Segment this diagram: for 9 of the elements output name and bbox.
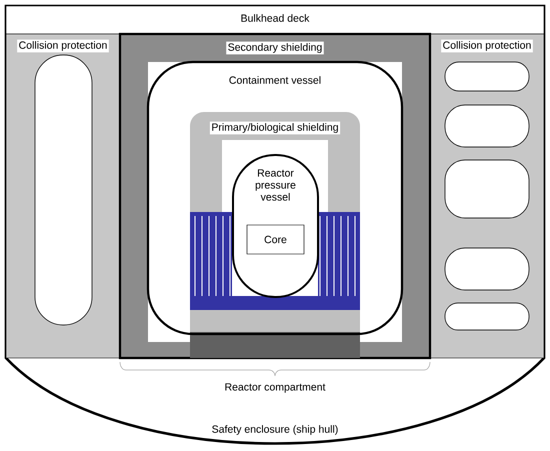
tank-outline [444, 302, 530, 330]
tank-outline [444, 160, 530, 218]
tank-outline [444, 62, 530, 92]
tank-outline [444, 248, 530, 290]
deck-band: Bulkhead deck [6, 6, 544, 34]
tank-outline [34, 54, 92, 326]
core-box: Core [246, 224, 304, 254]
tank-outline [444, 104, 530, 148]
section-label: Reactor compartment [225, 383, 326, 393]
